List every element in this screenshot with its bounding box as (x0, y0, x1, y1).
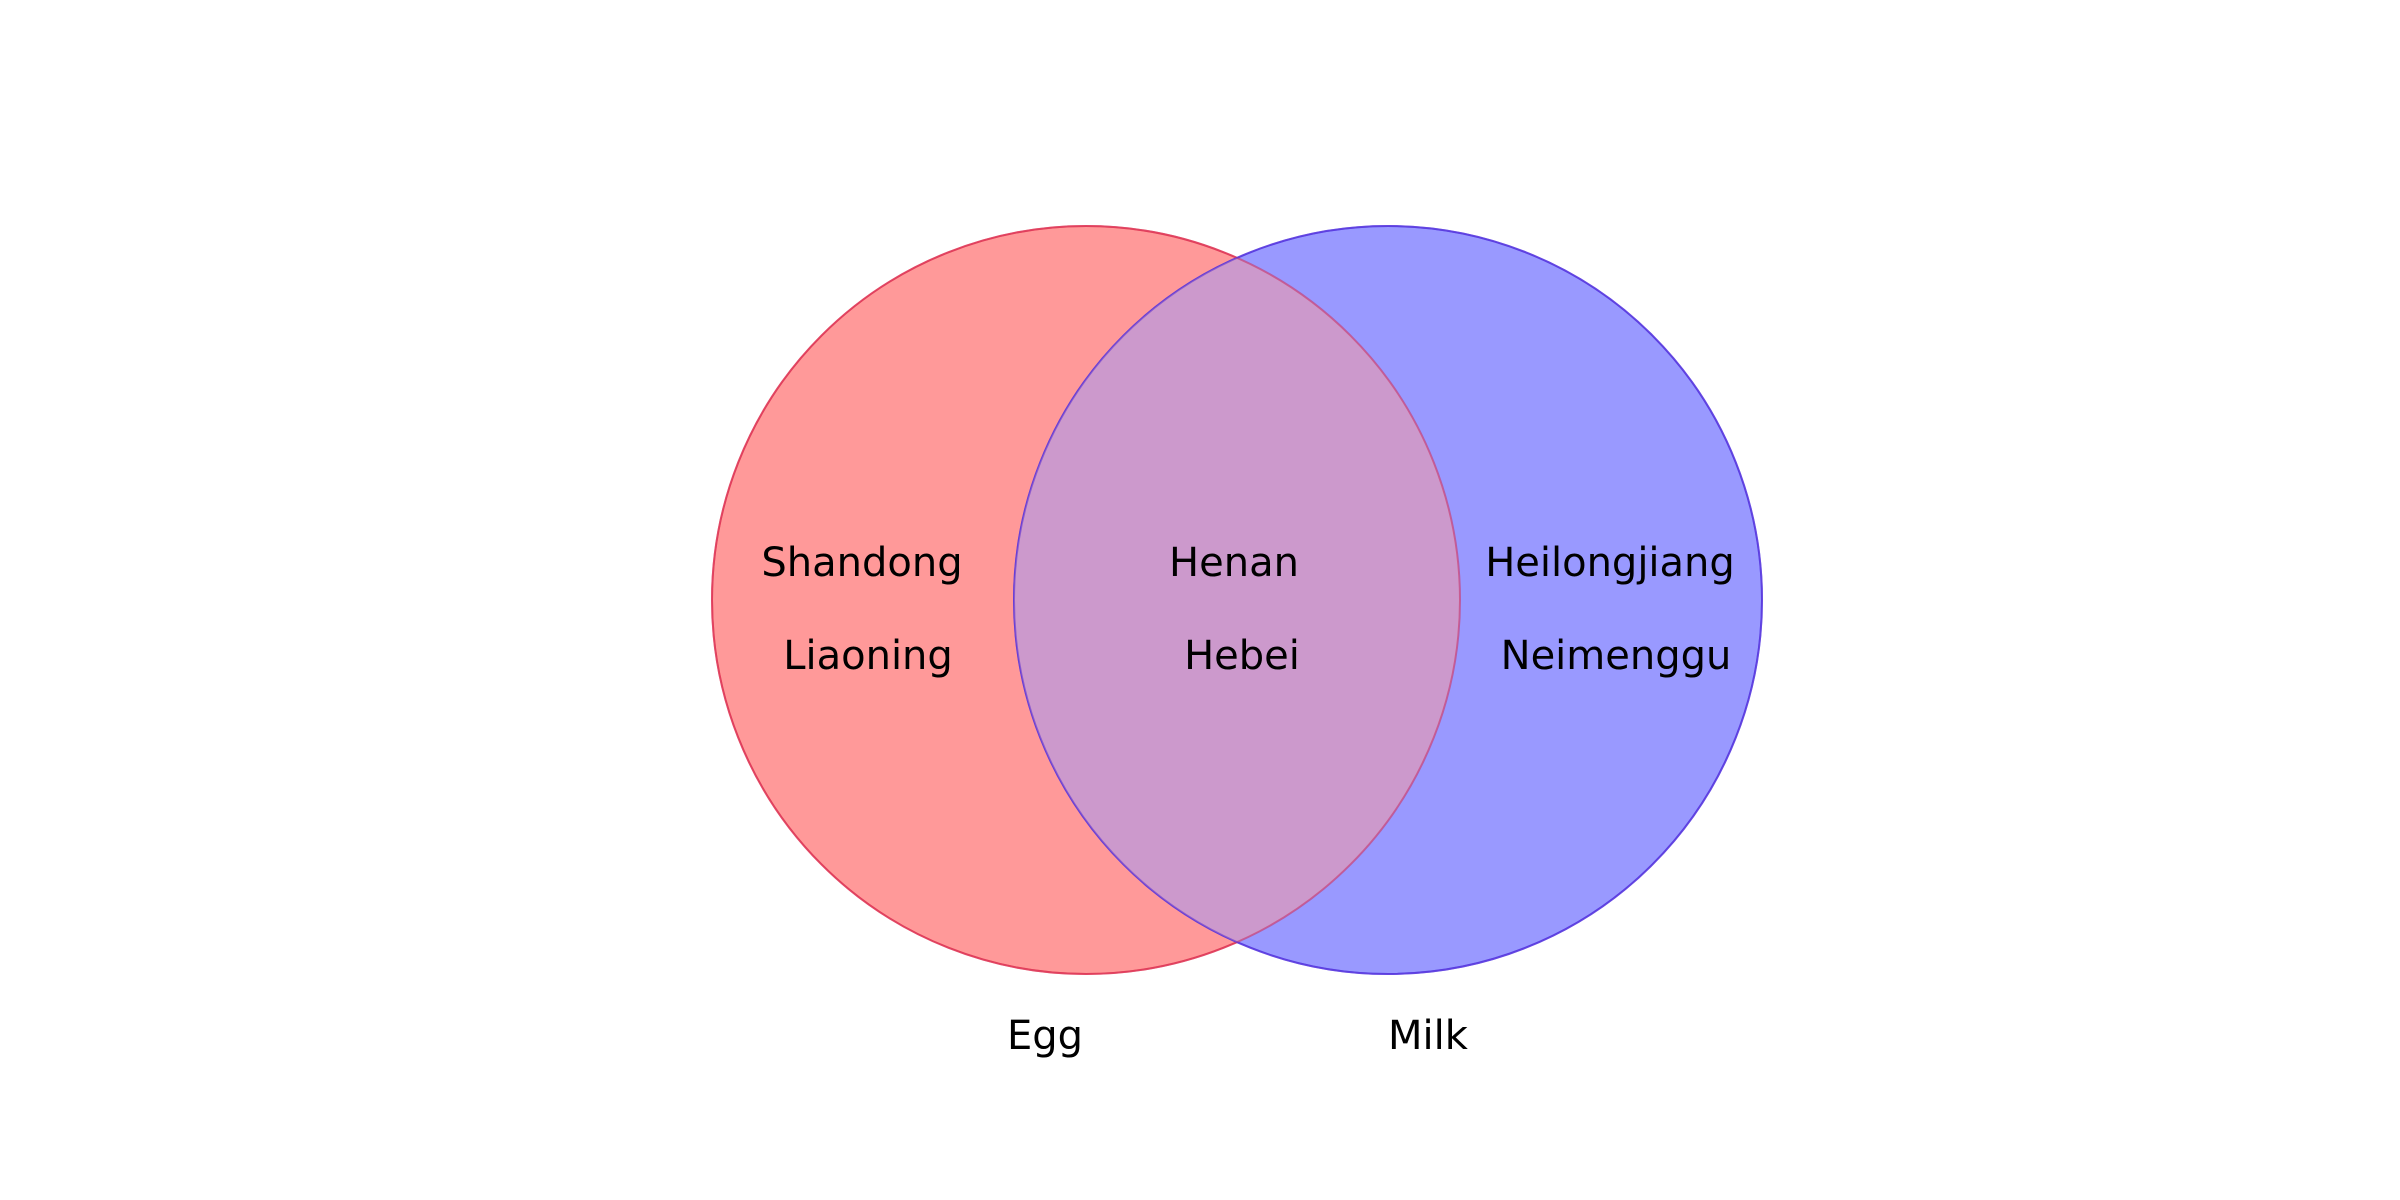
egg-only-item: Liaoning (783, 633, 953, 679)
milk-only-item: Heilongjiang (1485, 540, 1735, 586)
egg-set-label: Egg (1007, 1013, 1083, 1059)
egg-only-item: Shandong (761, 540, 962, 586)
egg-set-outline (711, 225, 1461, 975)
milk-only-item: Neimenggu (1501, 633, 1732, 679)
intersection-item: Henan (1169, 540, 1299, 586)
intersection-item: Hebei (1184, 633, 1300, 679)
milk-set-label: Milk (1388, 1013, 1469, 1059)
milk-set-outline (1013, 225, 1763, 975)
intersection-region (1014, 226, 1460, 974)
